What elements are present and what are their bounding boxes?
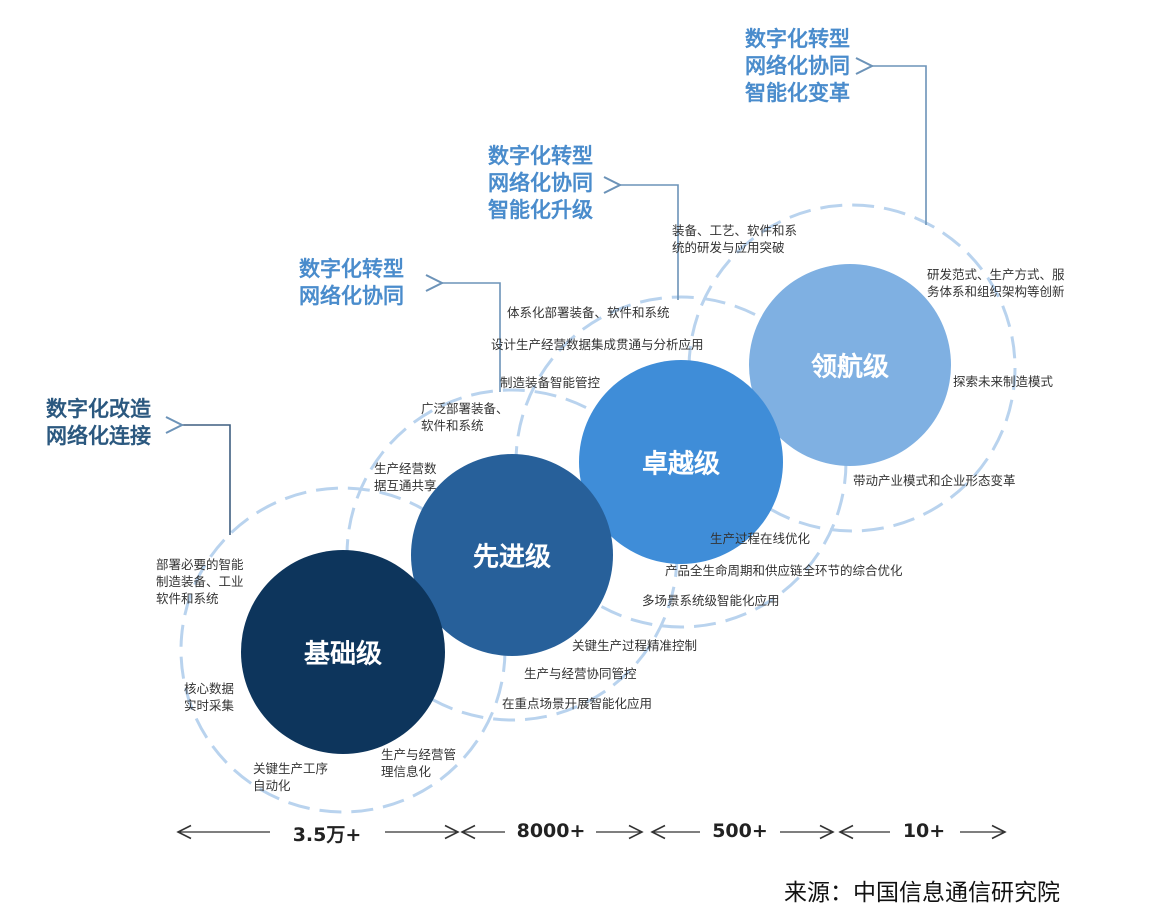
label-line: 研发范式、生产方式、服 — [927, 267, 1065, 282]
heading-line: 数字化转型 — [745, 27, 850, 51]
circle-leading — [749, 264, 951, 466]
ring-leading — [687, 203, 1017, 533]
label-excellent: 生产过程在线优化 — [710, 531, 811, 546]
heading-line: 数字化转型 — [299, 257, 404, 281]
label-advanced: 在重点场景开展智能化应用 — [502, 696, 653, 711]
heading-basic: 数字化改造 网络化连接 — [46, 396, 151, 450]
label-line: 软件和系统 — [421, 418, 484, 433]
label-line: 生产与经营管 — [381, 747, 457, 762]
label-line: 据互通共享 — [374, 478, 437, 493]
label-basic: 生产经营数 据互通共享 — [374, 460, 437, 494]
label-line: 自动化 — [253, 778, 291, 793]
label-basic: 部署必要的智能 制造装备、工业 软件和系统 — [156, 556, 244, 607]
count-excellent: 500+ — [712, 820, 768, 842]
level-advanced-label: 先进级 — [472, 542, 552, 573]
heading-advanced: 数字化转型 网络化协同 — [299, 256, 404, 310]
level-basic-label: 基础级 — [303, 639, 383, 670]
label-line: 实时采集 — [184, 698, 235, 713]
heading-leading: 数字化转型 网络化协同 智能化变革 — [745, 26, 850, 107]
circle-advanced — [411, 454, 613, 656]
circle-basic — [241, 550, 445, 754]
heading-excellent: 数字化转型 网络化协同 智能化升级 — [488, 143, 593, 224]
label-line: 统的研发与应用突破 — [672, 240, 785, 255]
label-leading: 研发范式、生产方式、服 务体系和组织架构等创新 — [927, 266, 1065, 300]
label-line: 软件和系统 — [156, 591, 219, 606]
label-excellent: 体系化部署装备、软件和系统 — [507, 305, 670, 320]
label-leading: 探索未来制造模式 — [953, 374, 1054, 389]
label-line: 生产经营数 — [374, 461, 437, 476]
heading-line: 网络化协同 — [745, 54, 850, 78]
label-basic: 生产与经营管 理信息化 — [381, 746, 456, 780]
label-leading: 带动产业模式和企业形态变革 — [853, 473, 1016, 488]
label-line: 广泛部署装备、 — [421, 401, 509, 416]
count-basic: 3.5万+ — [292, 824, 362, 846]
label-advanced: 生产与经营协同管控 — [524, 666, 637, 681]
label-line: 关键生产工序 — [253, 761, 329, 776]
heading-line: 数字化改造 — [46, 397, 151, 421]
heading-line: 数字化转型 — [488, 144, 593, 168]
level-excellent-label: 卓越级 — [641, 449, 721, 480]
label-line: 装备、工艺、软件和系 — [672, 223, 798, 238]
label-advanced: 关键生产过程精准控制 — [572, 638, 698, 653]
heading-line: 网络化协同 — [488, 171, 593, 195]
label-line: 部署必要的智能 — [156, 557, 244, 572]
count-advanced: 8000+ — [516, 820, 586, 842]
label-excellent: 产品全生命周期和供应链全环节的综合优化 — [665, 563, 903, 578]
heading-line: 网络化连接 — [46, 424, 151, 448]
label-advanced: 广泛部署装备、 软件和系统 — [421, 400, 509, 434]
arrow-leading — [872, 66, 927, 225]
label-line: 务体系和组织架构等创新 — [927, 284, 1065, 299]
level-leading-label: 领航级 — [810, 352, 890, 383]
heading-line: 智能化变革 — [745, 81, 850, 105]
heading-line: 智能化升级 — [488, 198, 593, 222]
arrow-basic — [182, 425, 231, 535]
label-excellent: 制造装备智能管控 — [500, 375, 601, 390]
label-excellent: 多场景系统级智能化应用 — [642, 593, 780, 608]
label-excellent: 设计生产经营数据集成贯通与分析应用 — [491, 337, 704, 352]
arrow-excellent — [620, 185, 679, 300]
circle-excellent — [579, 360, 783, 564]
label-line: 制造装备、工业 — [156, 574, 244, 589]
heading-line: 网络化协同 — [299, 284, 404, 308]
source-note: 来源：中国信息通信研究院 — [784, 880, 1060, 906]
label-line: 核心数据 — [184, 681, 235, 696]
label-basic: 核心数据 实时采集 — [184, 680, 234, 714]
count-leading: 10+ — [902, 820, 946, 842]
label-line: 理信息化 — [381, 764, 432, 779]
label-leading: 装备、工艺、软件和系 统的研发与应用突破 — [672, 222, 797, 256]
label-basic: 关键生产工序 自动化 — [253, 760, 328, 794]
arrow-advanced — [442, 283, 501, 392]
